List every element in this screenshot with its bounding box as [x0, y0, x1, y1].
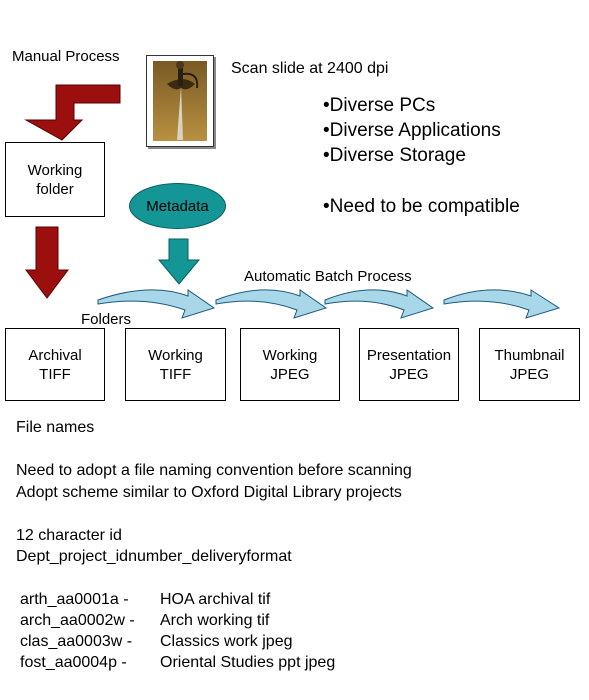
batch-arrow-3-icon — [324, 289, 435, 319]
folder-line2: JPEG — [270, 365, 310, 383]
down-arrow-icon — [25, 226, 69, 299]
metadata-ellipse: Metadata — [129, 183, 226, 229]
folder-line2: TIFF — [39, 365, 71, 383]
folders-label: Folders — [81, 311, 132, 328]
folder-line2: TIFF — [159, 365, 192, 383]
folder-line1: Archival — [28, 346, 82, 364]
folder-line1: Working — [148, 346, 203, 364]
folder-line2: JPEG — [389, 365, 429, 383]
example-row: arch_aa0002w - Arch working tif — [20, 611, 335, 632]
example-code: fost_aa0004p - — [20, 654, 127, 671]
folder-line2: JPEG — [509, 365, 550, 383]
metadata-arrow-icon — [157, 238, 201, 285]
working-folder-line1: Working — [27, 161, 83, 179]
scan-label: Scan slide at 2400 dpi — [231, 60, 389, 77]
example-desc: HOA archival tif — [160, 591, 271, 608]
batch-arrow-1-icon — [97, 289, 216, 319]
automatic-batch-label: Automatic Batch Process — [244, 268, 412, 285]
batch-arrow-4-icon — [443, 289, 561, 319]
file-names-heading: File names — [16, 419, 95, 436]
id-format-line: Dept_project_idnumber_deliveryformat — [16, 548, 292, 565]
manual-process-label: Manual Process — [12, 48, 120, 65]
bullet-item: •Diverse PCs — [323, 95, 436, 116]
batch-arrow-2-icon — [215, 289, 328, 319]
working-folder-line2: folder — [36, 180, 74, 198]
batch-process-arrows — [97, 289, 561, 319]
scanned-slide-image — [146, 55, 214, 147]
example-code: arth_aa0001a - — [20, 591, 129, 608]
manual-process-arrow-icon — [24, 84, 121, 141]
example-row: arth_aa0001a - HOA archival tif — [20, 590, 335, 611]
compatibility-bullets: •Diverse PCs •Diverse Applications •Dive… — [323, 93, 501, 168]
bullet-item: •Diverse Storage — [323, 145, 466, 166]
working-folder-box: Working folder — [5, 142, 105, 217]
folder-line1: Working — [262, 346, 318, 364]
example-desc: Arch working tif — [160, 612, 270, 629]
example-code: arch_aa0002w - — [20, 612, 135, 629]
examples-list: arth_aa0001a - HOA archival tif arch_aa00… — [20, 590, 335, 674]
example-row: fost_aa0004p - Oriental Studies ppt jpeg — [20, 653, 335, 674]
metadata-label: Metadata — [146, 197, 209, 215]
file-names-line: Need to adopt a file naming convention b… — [16, 462, 412, 479]
compatible-bullet: •Need to be compatible — [323, 196, 520, 217]
example-row: clas_aa0003w - Classics work jpeg — [20, 632, 335, 653]
folder-line1: Thumbnail — [494, 346, 565, 364]
bullet-item: •Diverse Applications — [323, 120, 501, 141]
example-code: clas_aa0003w - — [20, 633, 133, 650]
folder-line1: Presentation — [366, 346, 452, 364]
id-length-line: 12 character id — [16, 527, 122, 544]
file-names-line: Adopt scheme similar to Oxford Digital L… — [16, 484, 402, 501]
example-desc: Oriental Studies ppt jpeg — [160, 654, 336, 671]
example-desc: Classics work jpeg — [160, 633, 293, 650]
